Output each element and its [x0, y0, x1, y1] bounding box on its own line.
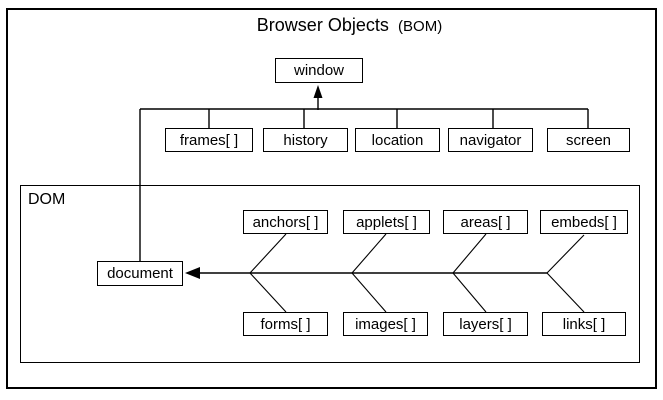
node-links: links[ ] [542, 312, 626, 336]
node-areas: areas[ ] [443, 210, 528, 234]
title-main: Browser Objects [256, 15, 389, 35]
node-history: history [263, 128, 348, 152]
node-screen: screen [547, 128, 630, 152]
node-embeds: embeds[ ] [540, 210, 628, 234]
node-location: location [355, 128, 440, 152]
title-suffix-text: (BOM) [398, 18, 443, 35]
node-frames: frames[ ] [165, 128, 253, 152]
node-images: images[ ] [343, 312, 428, 336]
dom-container [20, 185, 640, 363]
node-applets: applets[ ] [343, 210, 430, 234]
node-layers: layers[ ] [443, 312, 528, 336]
node-anchors: anchors[ ] [243, 210, 328, 234]
node-forms: forms[ ] [243, 312, 328, 336]
dom-label: DOM [28, 191, 66, 208]
diagram-title: Browser Objects (BOM) [36, 15, 663, 36]
node-document: document [97, 261, 183, 286]
node-navigator: navigator [448, 128, 533, 152]
node-window: window [275, 58, 363, 83]
